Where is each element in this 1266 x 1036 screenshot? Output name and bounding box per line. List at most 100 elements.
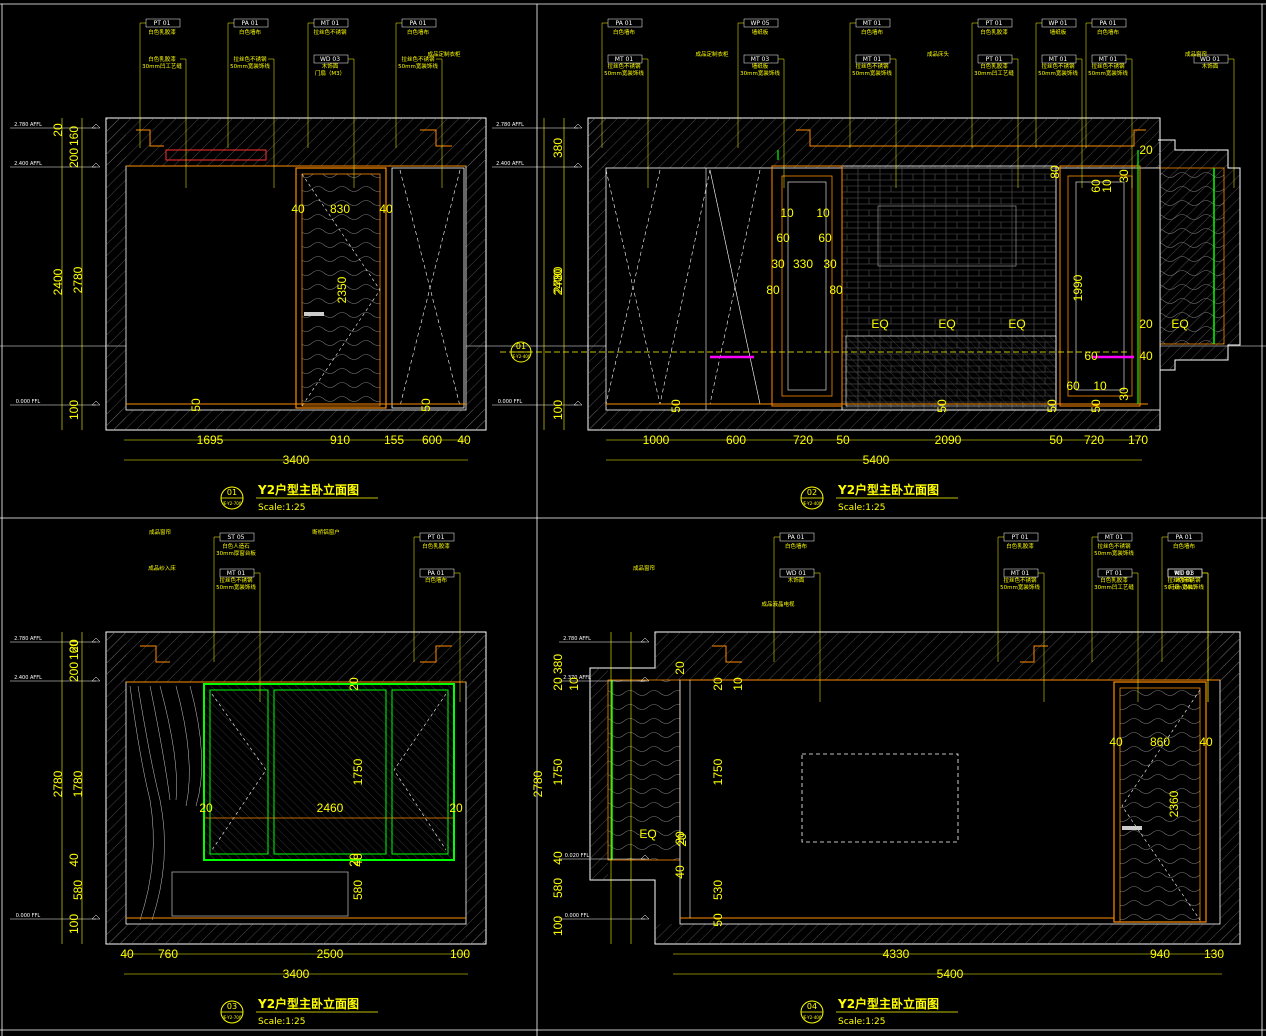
inner-dimension: EQ: [639, 827, 656, 841]
material-tag-desc: 拉丝色不锈钢: [401, 55, 435, 63]
level-mark: 0.020 FFL: [565, 853, 590, 859]
inner-dimension: EQ: [1171, 317, 1188, 331]
inner-dimension: 40: [1139, 349, 1153, 363]
material-tag-desc: 墙纸板: [1050, 28, 1067, 36]
material-tag-desc: 白色墙布: [785, 542, 808, 550]
inner-dimension: 10: [731, 677, 745, 691]
inner-dimension: 20: [673, 661, 687, 675]
material-tag-desc: 白色墙布: [1173, 542, 1196, 550]
material-tag-code: PA 01: [428, 570, 445, 577]
vertical-dimension: 2780: [551, 266, 565, 293]
drawing-sheet-ref: IE-Y2-400: [803, 501, 822, 506]
inner-dimension: 1750: [711, 758, 725, 785]
vertical-dimension: 1750: [551, 758, 565, 785]
drawing-number: 02: [807, 488, 817, 497]
inner-dimension: 40: [351, 853, 365, 867]
material-tag-desc: 白色人造石: [222, 542, 250, 550]
door-handle-icon: [304, 312, 324, 316]
curtain: [129, 685, 203, 921]
bottom-dimension: 910: [330, 433, 350, 447]
material-tag-code: MT 01: [1011, 570, 1030, 577]
material-tag-code: ST 05: [227, 534, 244, 541]
material-tag-desc: 白色墙布: [613, 28, 636, 36]
level-marker-icon: [640, 637, 650, 643]
overall-width-dimension: 5400: [937, 967, 964, 981]
drawing-number: 03: [227, 1002, 237, 1011]
inner-dimension: 20: [1139, 143, 1153, 157]
tv-outline: [801, 753, 959, 843]
vertical-dimension: 580: [551, 878, 565, 898]
inner-dimension: 20: [199, 801, 213, 815]
inner-dimension: 40: [673, 865, 687, 879]
material-tag-desc: 30mm凹工艺缝: [974, 69, 1014, 77]
material-tag-desc: 50mm宽装饰线: [604, 69, 644, 77]
material-tag-desc: 拉丝色不锈钢: [219, 576, 253, 584]
material-tag-code: PA 01: [1100, 20, 1117, 27]
material-tag-desc: 木饰面: [788, 576, 805, 584]
inner-dimension: 1750: [351, 758, 365, 785]
inner-dimension: 10: [1100, 179, 1114, 193]
material-tag-desc: 白色墙布: [407, 28, 430, 36]
level-mark: 2.780 AFFL: [14, 636, 42, 642]
inner-dimension: 60: [818, 231, 832, 245]
bottom-dimension: 4330: [883, 947, 910, 961]
level-marker-icon: [573, 400, 583, 406]
inner-dimension: 60: [1066, 379, 1080, 393]
annotation-note: 成品窗帘: [149, 528, 172, 536]
bottom-dimension: 600: [422, 433, 442, 447]
vertical-dimension: 100: [67, 914, 81, 934]
material-tag-desc: 拉丝色不锈钢: [1003, 576, 1037, 584]
material-tag-code: PT 01: [986, 56, 1003, 63]
annotation-note: 成品纱入床: [148, 564, 176, 572]
inner-dimension: 10: [1093, 379, 1107, 393]
vertical-dimension: 160: [67, 126, 81, 146]
material-tag-code: PA 01: [788, 534, 805, 541]
inner-dimension: 2360: [1167, 790, 1181, 817]
inner-dimension: 530: [711, 880, 725, 900]
inner-dimension: 80: [1048, 165, 1062, 179]
material-tag-desc: 白色乳胶漆: [422, 542, 450, 550]
material-tag-code: MT 01: [321, 20, 340, 27]
drawing-scale: Scale:1:25: [258, 1017, 305, 1027]
level-marker-icon: [91, 162, 101, 168]
inner-dimension: 10: [780, 206, 794, 220]
drawing-scale: Scale:1:25: [258, 503, 305, 513]
inner-dimension: EQ: [938, 317, 955, 331]
inner-dimension: 2460: [317, 801, 344, 815]
level-mark: 0.000 FFL: [16, 399, 41, 405]
material-tag-desc: 木饰面: [1176, 576, 1193, 584]
material-tag-code: MT 01: [863, 20, 882, 27]
level-mark: 2.780 AFFL: [496, 122, 524, 128]
overall-width-dimension: 3400: [283, 967, 310, 981]
level-mark: 0.000 FFL: [498, 399, 523, 405]
level-marker-icon: [91, 676, 101, 682]
material-tag-desc: 白色乳胶漆: [980, 62, 1008, 70]
inner-dimension: 20: [347, 677, 361, 691]
bottom-dimension: 50: [1049, 433, 1063, 447]
material-tag-desc: 50mm宽装饰线: [1088, 69, 1128, 77]
annotation-note: 成品液晶电视: [761, 600, 795, 608]
bottom-dimension: 720: [1084, 433, 1104, 447]
material-tag-desc: 50mm宽装饰线: [398, 62, 438, 70]
bottom-dimension: 600: [726, 433, 746, 447]
inner-dimension: 30: [771, 257, 785, 271]
level-mark: 2.370 AFFL: [563, 675, 591, 681]
material-tag-desc: 50mm宽装饰线: [1164, 583, 1204, 591]
material-tag-code: PA 01: [1176, 534, 1193, 541]
vertical-dimension: 1780: [71, 770, 85, 797]
material-tag-desc: 拉丝色不锈钢: [1041, 62, 1075, 70]
section-marker-ref: IE-Y2-400: [512, 354, 531, 359]
vertical-dimension: 10: [567, 677, 581, 691]
drawing-number: 01: [227, 488, 237, 497]
material-tag-desc: 白色墙布: [861, 28, 884, 36]
material-tag-code: PA 01: [616, 20, 633, 27]
material-tag-desc: 拉丝色不锈钢: [855, 62, 889, 70]
inner-dimension: EQ: [1008, 317, 1025, 331]
material-tag-desc: 50mm宽装饰线: [230, 62, 270, 70]
window-frame: [203, 683, 455, 861]
inner-dimension: 830: [330, 202, 350, 216]
material-tag-code: MT 01: [615, 56, 634, 63]
material-tag-desc: 白色乳胶漆: [1100, 576, 1128, 584]
